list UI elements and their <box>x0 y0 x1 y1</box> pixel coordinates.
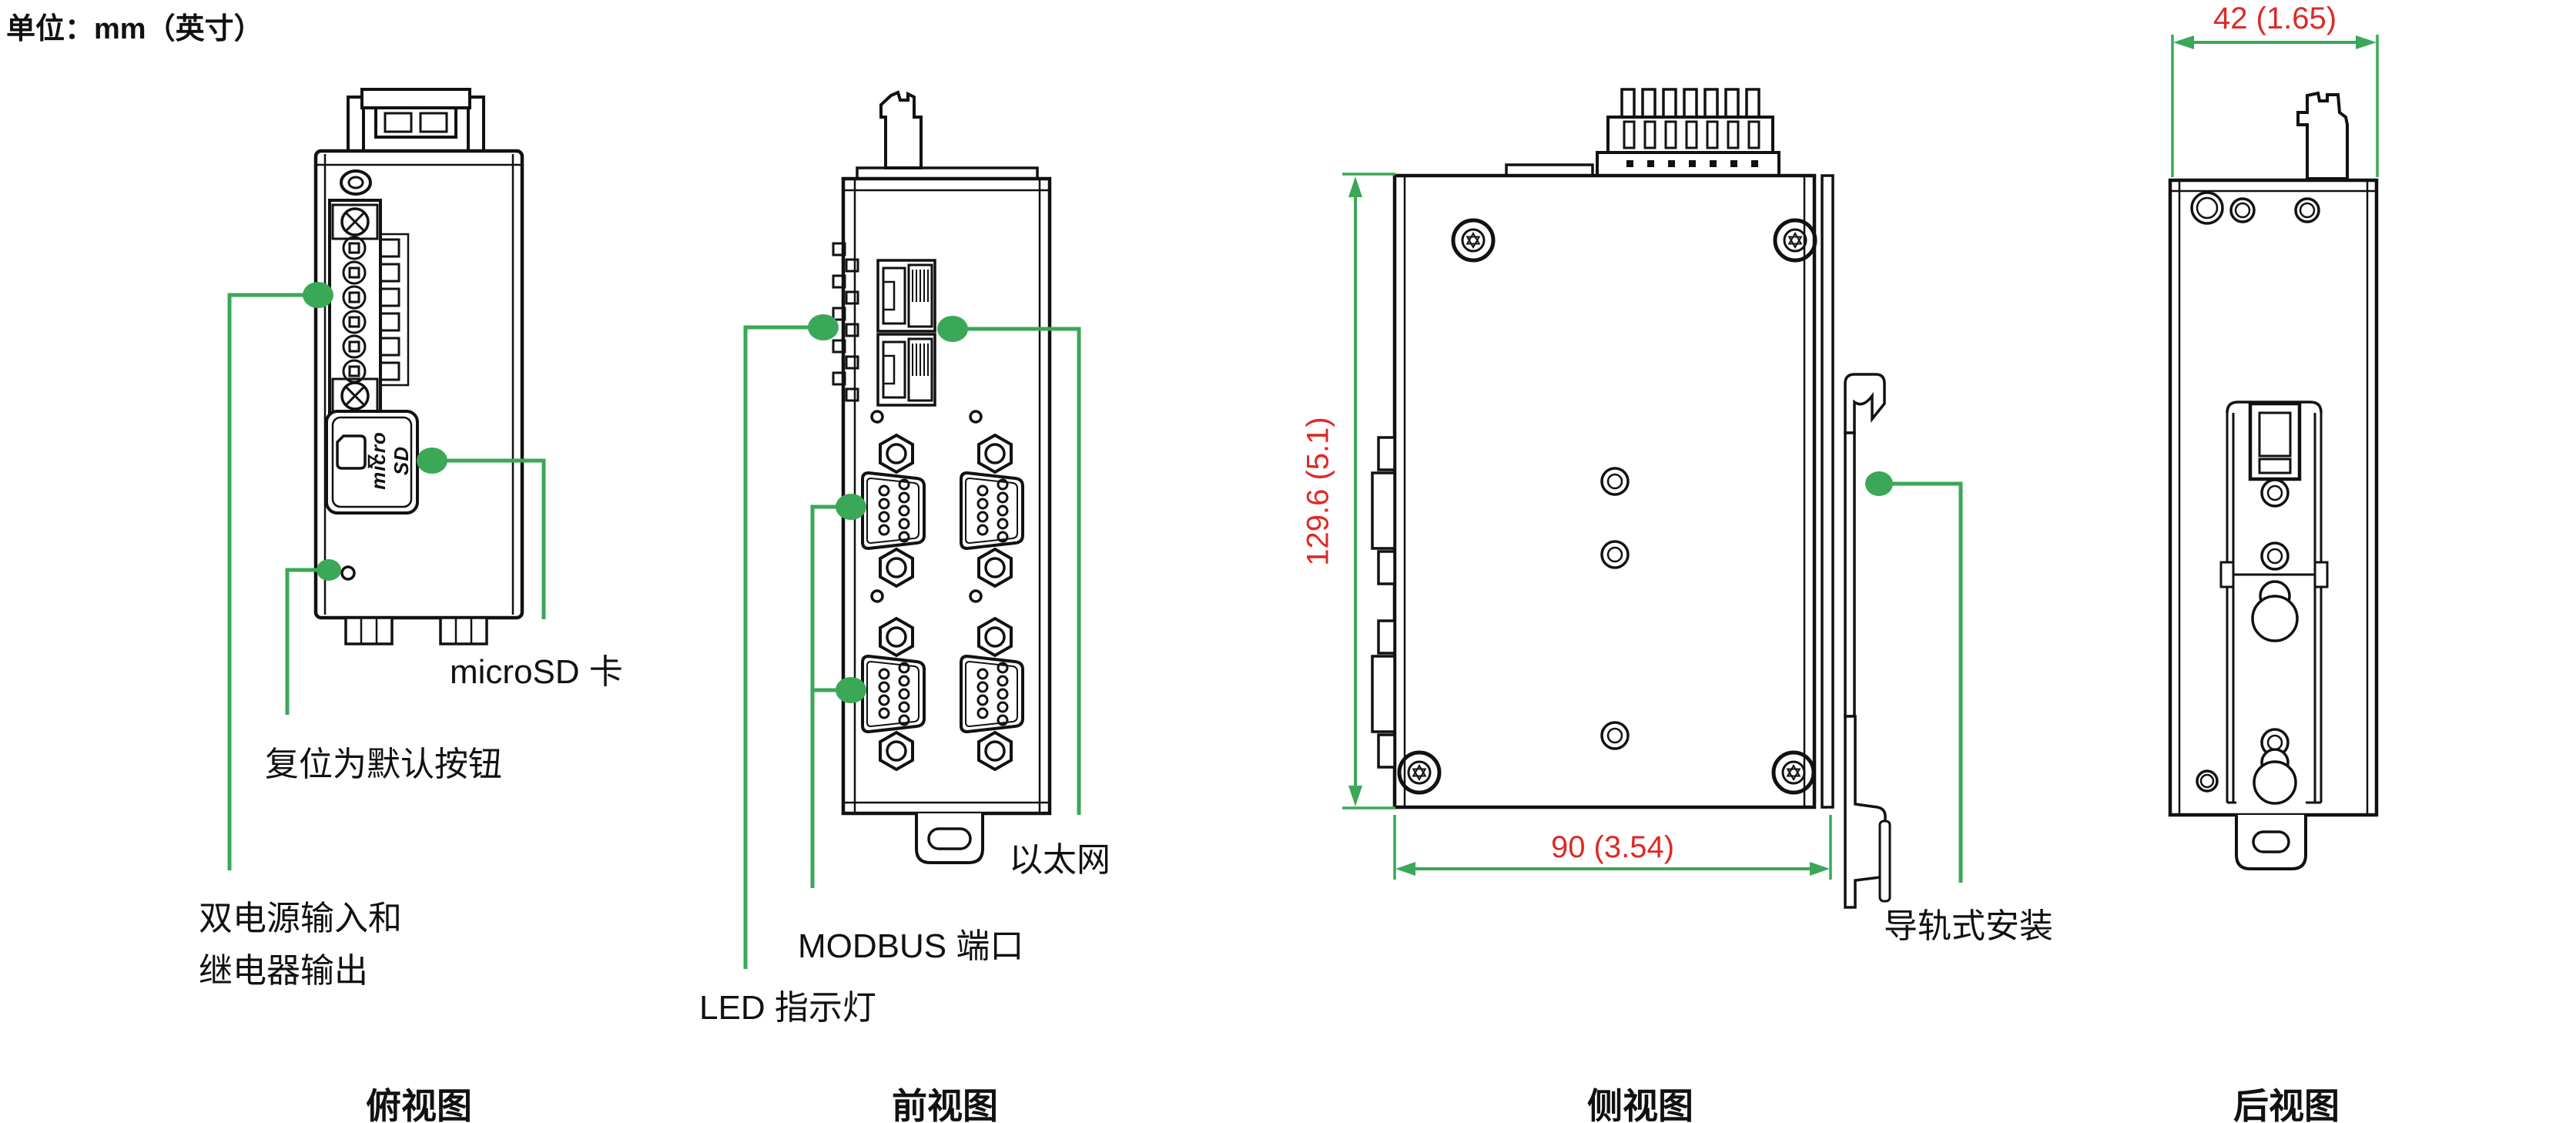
dim-depth-text: 90 (3.54) <box>1550 830 1675 864</box>
dim-height-text: 129.6 (5.1) <box>1301 417 1335 566</box>
top-view-drawing <box>227 88 546 870</box>
dim-width-text: 42 (1.65) <box>2213 2 2337 35</box>
unit-label: 单位：mm（英寸） <box>6 13 263 45</box>
label-led: LED 指示灯 <box>699 989 876 1027</box>
din-rail-side <box>1821 174 1891 909</box>
sd-slot-line1: micro <box>367 431 390 490</box>
callout-dot-power <box>303 282 333 308</box>
sd-slot-text: micro SD <box>367 431 413 490</box>
modbus-port-1 <box>861 471 926 550</box>
label-reset: 复位为默认按钮 <box>265 746 502 783</box>
ethernet-port-2 <box>876 333 936 407</box>
callout-dot-din-rail <box>1865 471 1893 496</box>
reset-hole <box>340 565 356 581</box>
ground-screw <box>340 169 372 196</box>
dimension-depth <box>1393 815 1832 880</box>
callout-dot-ethernet <box>937 316 968 342</box>
din-clip-front <box>879 90 923 169</box>
caption-side-view: 侧视图 <box>1587 1086 1693 1123</box>
front-view-drawing <box>743 90 1081 969</box>
din-clip-rear <box>2296 91 2349 180</box>
modbus-port-4 <box>960 655 1024 733</box>
modbus-port-2 <box>960 471 1024 550</box>
callout-dot-microsd <box>417 448 447 474</box>
rear-view-drawing <box>2168 35 2379 870</box>
dimension-height <box>1342 173 1395 810</box>
led-indicators <box>832 242 859 402</box>
caption-top-view: 俯视图 <box>366 1086 472 1123</box>
callout-dot-reset <box>317 559 341 581</box>
callout-dot-led <box>808 314 839 340</box>
sd-slot-line2: SD <box>390 445 413 476</box>
rear-view-body <box>2168 178 2379 817</box>
ethernet-port-1 <box>876 259 936 333</box>
caption-front-view: 前视图 <box>892 1086 998 1123</box>
label-dual-power-line2: 继电器输出 <box>199 952 368 990</box>
db9-side-profiles <box>1371 436 1396 769</box>
din-bracket-rear <box>2219 401 2329 805</box>
terminal-block-side <box>1596 88 1780 177</box>
label-din-rail: 导轨式安装 <box>1884 907 2053 945</box>
label-modbus: MODBUS 端口 <box>798 927 1024 965</box>
label-dual-power-line1: 双电源输入和 <box>199 900 402 937</box>
label-microsd: microSD 卡 <box>450 653 623 691</box>
dimension-width <box>2171 35 2379 177</box>
sd-card-icon <box>336 434 367 470</box>
caption-rear-view: 后视图 <box>2233 1086 2340 1123</box>
modbus-port-3 <box>861 655 926 733</box>
din-clip-top <box>347 88 485 153</box>
label-ethernet: 以太网 <box>1009 841 1110 879</box>
callout-dot-modbus-2 <box>836 677 866 703</box>
callout-dot-modbus-1 <box>836 494 866 520</box>
bottom-feet <box>344 616 488 645</box>
side-view-drawing <box>1342 88 1963 909</box>
